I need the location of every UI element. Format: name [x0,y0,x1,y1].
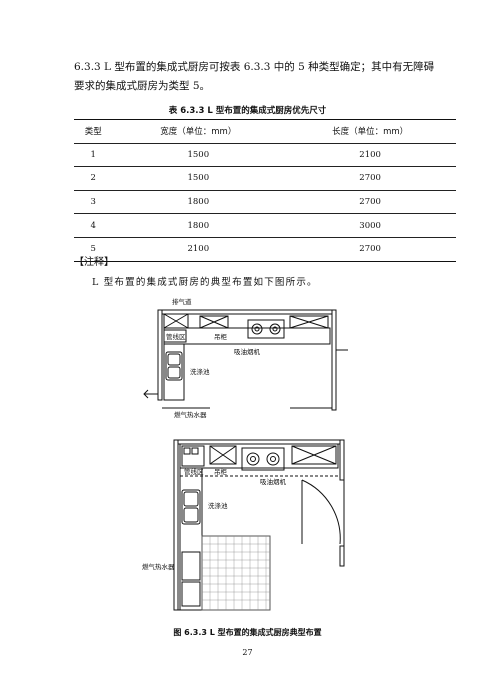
table-row: 4 1800 3000 [74,213,456,238]
header-type: 类型 [74,119,113,144]
table-row: 3 1800 2700 [74,190,456,215]
table-title: 表 6.3.3 L 型布置的集成式厨房优先尺寸 [168,106,327,116]
cell-length: 2700 [284,237,456,262]
label-wall-cabinet: 吊柜 [214,467,228,476]
cell-type: 1 [74,143,113,168]
table-header-row: 类型 宽度（单位：mm） 长度（单位：mm） [74,119,456,144]
figure-caption: 图 6.3.3 L 型布置的集成式厨房典型布置 [173,628,322,637]
cell-length: 2100 [284,143,456,168]
label-sink: 洗涤池 [190,367,210,376]
page-number: 27 [242,648,253,657]
label-gas-heater: 燃气热水器 [174,410,207,419]
table-row: 2 1500 2700 [74,166,456,191]
header-width: 宽度（单位：mm） [112,119,285,144]
cell-type: 3 [74,190,113,215]
header-length: 长度（单位：mm） [284,119,456,144]
label-pipe-area: 管线区 [184,467,204,476]
cell-type: 4 [74,213,113,238]
kitchen-plan-1: 排气道 管线区 吊柜 吸油烟机 洗涤池 燃气热水器 [143,297,348,419]
kitchen-plan-2: 管线区 吊柜 吸油烟机 洗涤池 燃气热水器 [142,439,345,611]
note-text: L 型布置的集成式厨房的典型布置如下图所示。 [92,277,318,288]
cell-width: 1800 [112,213,285,238]
cell-width: 1500 [112,143,285,168]
cell-type: 5 [74,237,113,262]
label-range-hood: 吸油烟机 [260,477,287,486]
intro-line-2: 要求的集成式厨房为类型 5。 [74,80,211,92]
label-pipe-area: 管线区 [166,332,186,341]
cell-width: 2100 [112,237,285,262]
cell-width: 1800 [112,190,285,215]
cell-length: 2700 [284,190,456,215]
cell-length: 2700 [284,166,456,191]
label-exhaust: 排气道 [172,297,192,306]
label-gas-heater: 燃气热水器 [142,562,175,571]
label-range-hood: 吸油烟机 [234,347,261,356]
note-label: 【注释】 [74,257,114,268]
table-row: 5 2100 2700 [74,237,456,262]
intro-paragraph: 6.3.3 L 型布置的集成式厨房可按表 6.3.3 中的 5 种类型确定；其中… [74,58,454,96]
label-wall-cabinet: 吊柜 [214,332,228,341]
intro-line-1: 6.3.3 L 型布置的集成式厨房可按表 6.3.3 中的 5 种类型确定；其中… [74,61,435,73]
cell-length: 3000 [284,213,456,238]
cell-type: 2 [74,166,113,191]
dimension-table: 类型 宽度（单位：mm） 长度（单位：mm） 1 1500 2100 2 150… [74,119,456,262]
table-row: 1 1500 2100 [74,143,456,168]
cell-width: 1500 [112,166,285,191]
label-sink: 洗涤池 [208,501,228,510]
